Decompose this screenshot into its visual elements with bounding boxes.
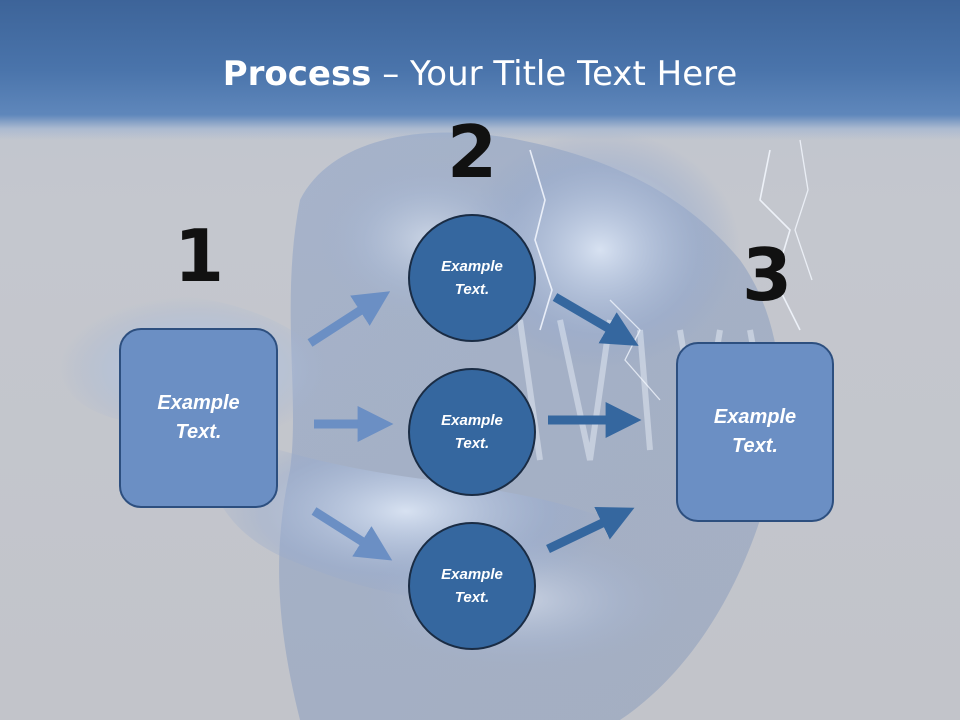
left-box: Example Text. (119, 328, 278, 508)
step-number-2: 2 (446, 110, 498, 194)
circle-bottom: Example Text. (408, 522, 536, 650)
title-band (0, 0, 960, 140)
slide-title: Process – Your Title Text Here (0, 52, 960, 96)
circle-middle-label: Example Text. (441, 412, 503, 452)
left-box-label: Example Text. (157, 392, 240, 443)
right-box-label: Example Text. (713, 406, 797, 457)
circle-top: Example Text. (408, 214, 536, 342)
circle-top-label: Example Text. (441, 258, 503, 298)
step-number-1: 1 (173, 214, 225, 298)
circle-middle: Example Text. (408, 368, 536, 496)
slide-title-bold: Process (222, 54, 372, 94)
right-box: Example Text. (676, 342, 834, 522)
slide-title-rest: – Your Title Text Here (371, 54, 738, 94)
circle-bottom-label: Example Text. (441, 566, 503, 606)
step-number-3: 3 (741, 233, 793, 317)
